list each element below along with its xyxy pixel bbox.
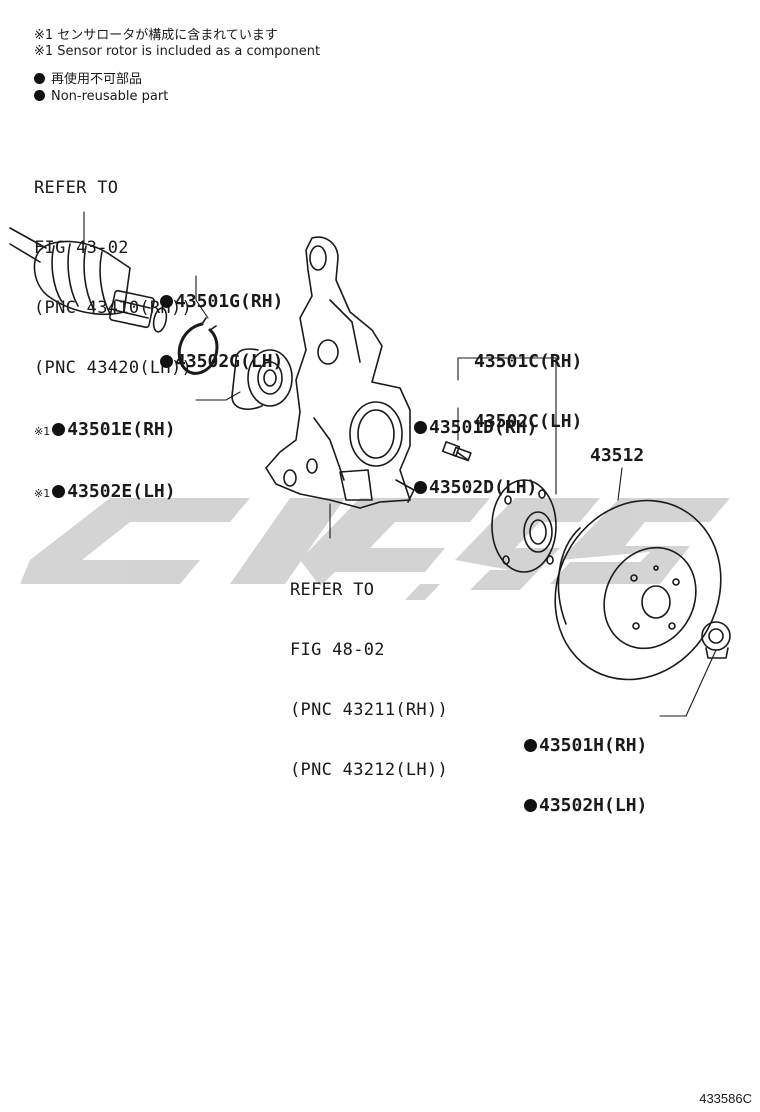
non-reusable-dot-icon	[524, 799, 537, 812]
note-sensor-rotor-jp: ※1 センサロータが構成に含まれています	[34, 28, 278, 43]
note-non-reusable-jp: 再使用不可部品	[34, 68, 142, 87]
non-reusable-dot-icon	[160, 355, 173, 368]
driveshaft	[9, 227, 168, 333]
non-reusable-dot-icon	[160, 295, 173, 308]
illustration-code: 433586C	[699, 1091, 752, 1106]
note-sensor-rotor-en: ※1 Sensor rotor is included as a compone…	[34, 44, 321, 59]
non-reusable-dot-icon	[414, 481, 427, 494]
part-label-rotor: 43512	[590, 445, 645, 466]
leader-lines	[83, 211, 717, 717]
hub-nut	[701, 621, 731, 659]
snap-ring	[177, 317, 219, 375]
part-label-nut: 43501H(RH) 43502H(LH)	[524, 696, 647, 856]
non-reusable-dot-icon	[34, 73, 45, 84]
part-label-bolt: 43501D(RH) 43502D(LH)	[414, 378, 537, 538]
refer-driveshaft: REFER TO FIG 43-02 (PNC 43410(RH)) (PNC …	[34, 178, 193, 378]
part-label-hub: 43501C(RH) 43502C(LH)	[474, 351, 583, 432]
non-reusable-dot-icon	[52, 485, 66, 498]
watermark-logo	[20, 498, 730, 600]
hub-bolt	[441, 441, 472, 462]
non-reusable-dot-icon	[524, 739, 537, 752]
part-label-snap-ring: 43501G(RH) 43502G(LH)	[160, 252, 283, 412]
disc-rotor	[554, 499, 722, 681]
refer-knuckle: REFER TO FIG 48-02 (PNC 43211(RH)) (PNC …	[290, 580, 449, 780]
non-reusable-dot-icon	[52, 423, 66, 436]
steering-knuckle	[265, 236, 415, 509]
non-reusable-dot-icon	[34, 90, 45, 101]
note-non-reusable-en: Non-reusable part	[34, 89, 168, 104]
axle-hub	[491, 479, 557, 573]
non-reusable-dot-icon	[414, 421, 427, 434]
